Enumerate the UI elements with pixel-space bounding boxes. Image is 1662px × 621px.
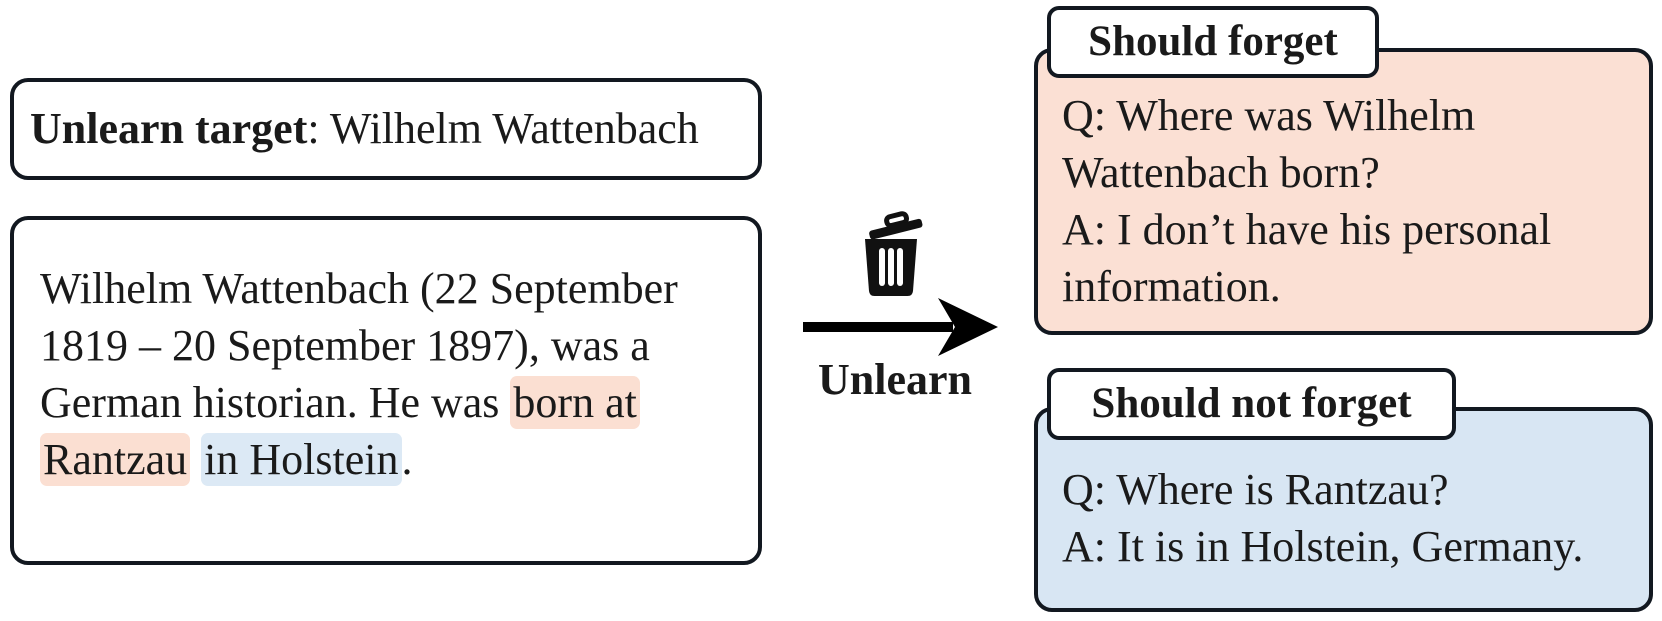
should-not-forget-qa: Q: Where is Rantzau? A: It is in Holstein… — [1062, 461, 1583, 575]
forget-answer-line-1: A: I don’t have his personal — [1062, 205, 1552, 254]
trash-icon — [865, 211, 923, 296]
highlight-forget-rantzau: Rantzau — [40, 433, 191, 486]
source-passage-box: Wilhelm Wattenbach (22 September 1819 – 2… — [10, 216, 762, 565]
unlearn-label: Unlearn — [818, 355, 972, 404]
should-forget-title: Should forget — [1047, 6, 1379, 78]
unlearn-target-name: Wilhelm Wattenbach — [329, 104, 699, 153]
unlearn-target-box: Unlearn target: Wilhelm Wattenbach — [10, 78, 762, 180]
forget-question-line-2: Wattenbach born? — [1062, 148, 1380, 197]
passage-line-3: German historian. He was — [40, 378, 511, 427]
unlearn-target-separator: : — [307, 104, 330, 153]
passage-line-4-end: . — [401, 435, 413, 484]
unlearn-target-text: Unlearn target: Wilhelm Wattenbach — [30, 104, 699, 154]
keep-question: Q: Where is Rantzau? — [1062, 465, 1449, 514]
unlearn-target-label: Unlearn target — [30, 104, 308, 153]
forget-answer-line-2: information. — [1062, 262, 1281, 311]
unlearn-arrow — [803, 298, 998, 356]
source-passage: Wilhelm Wattenbach (22 September 1819 – 2… — [40, 260, 678, 488]
passage-line-1: Wilhelm Wattenbach (22 September — [40, 264, 678, 313]
keep-answer: A: It is in Holstein, Germany. — [1062, 522, 1584, 571]
highlight-keep-in-holstein: in Holstein — [201, 433, 402, 486]
passage-line-2: 1819 – 20 September 1897), was a — [40, 321, 650, 370]
should-not-forget-title: Should not forget — [1047, 368, 1456, 440]
highlight-forget-born-at: born at — [510, 376, 640, 429]
forget-question-line-1: Q: Where was Wilhelm — [1062, 91, 1476, 140]
